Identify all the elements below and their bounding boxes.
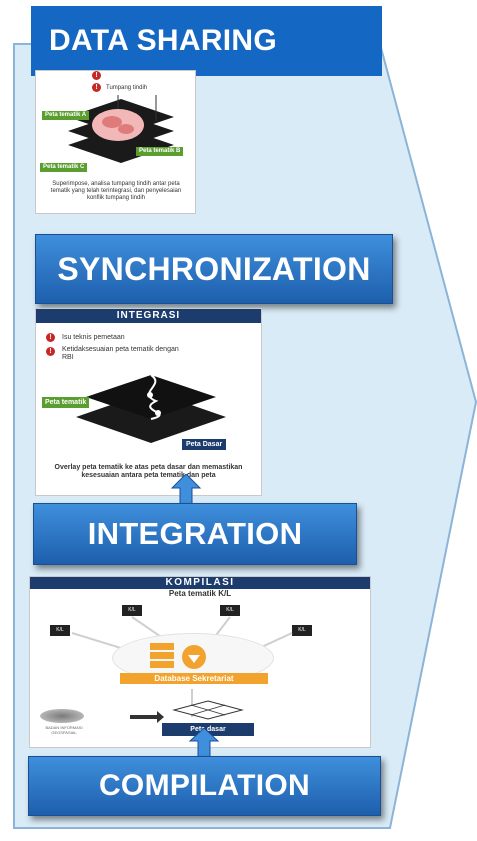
- database-label: Database Sekretariat: [120, 673, 268, 684]
- integration-banner: INTEGRATION: [33, 503, 357, 565]
- base-map-grid-icon: [172, 700, 244, 720]
- layer-b-tag: Peta tematik B: [136, 147, 184, 156]
- database-icon: [150, 643, 206, 669]
- folder-icon: K/L: [220, 605, 240, 616]
- thematic-maps-subtitle: Peta tematik K/L: [168, 589, 232, 598]
- alert-icon: !: [46, 333, 55, 342]
- logo-icon: [40, 709, 84, 723]
- base-map-tag: Peta Dasar: [182, 439, 227, 450]
- compilation-banner: COMPILATION: [28, 756, 381, 816]
- folder-icon: K/L: [122, 605, 142, 616]
- alert-icon: !: [92, 71, 101, 80]
- folder-icon: K/L: [50, 625, 70, 636]
- alert-icon: !: [46, 347, 55, 356]
- logo-text: BADAN INFORMASI GEOSPASIAL: [45, 725, 83, 735]
- integration-caption: Overlay peta tematik ke atas peta dasar …: [54, 464, 243, 479]
- right-arrow-icon: [130, 711, 164, 723]
- integration-title: INTEGRASI: [36, 309, 261, 323]
- synchronization-diagram: ! ! Tumpang tindih Peta tematik A Peta t…: [35, 70, 196, 214]
- data-sharing-banner: DATA SHARING: [31, 6, 382, 76]
- layer-c-tag: Peta tematik C: [40, 163, 88, 172]
- base-map-label: Peta dasar: [162, 723, 254, 736]
- synchronization-banner: SYNCHRONIZATION: [35, 234, 393, 304]
- alert-icon: !: [92, 83, 101, 92]
- map-layer-icon: [76, 374, 226, 443]
- sync-caption: Superimpose, analisa tumpang tindih anta…: [50, 181, 182, 201]
- integration-diagram: INTEGRASI ! Isu teknis pemetaan ! Ketida…: [35, 308, 262, 496]
- up-arrow-icon: [188, 728, 220, 760]
- up-arrow-icon: [170, 474, 202, 510]
- thematic-map-tag: Peta tematik: [42, 397, 90, 408]
- issue-text-2: Ketidaksesuaian peta tematik dengan RBI: [62, 346, 179, 361]
- issue-text-1: Isu teknis pemetaan: [62, 334, 125, 341]
- folder-icon: K/L: [292, 625, 312, 636]
- compilation-title: KOMPILASI: [30, 577, 370, 589]
- map-layer-icon: [68, 95, 174, 163]
- compilation-diagram: KOMPILASI Peta tematik K/L K/L K/L K/L K…: [29, 576, 371, 748]
- layer-a-tag: Peta tematik A: [42, 111, 90, 120]
- overlap-alert-text: Tumpang tindih: [106, 85, 148, 91]
